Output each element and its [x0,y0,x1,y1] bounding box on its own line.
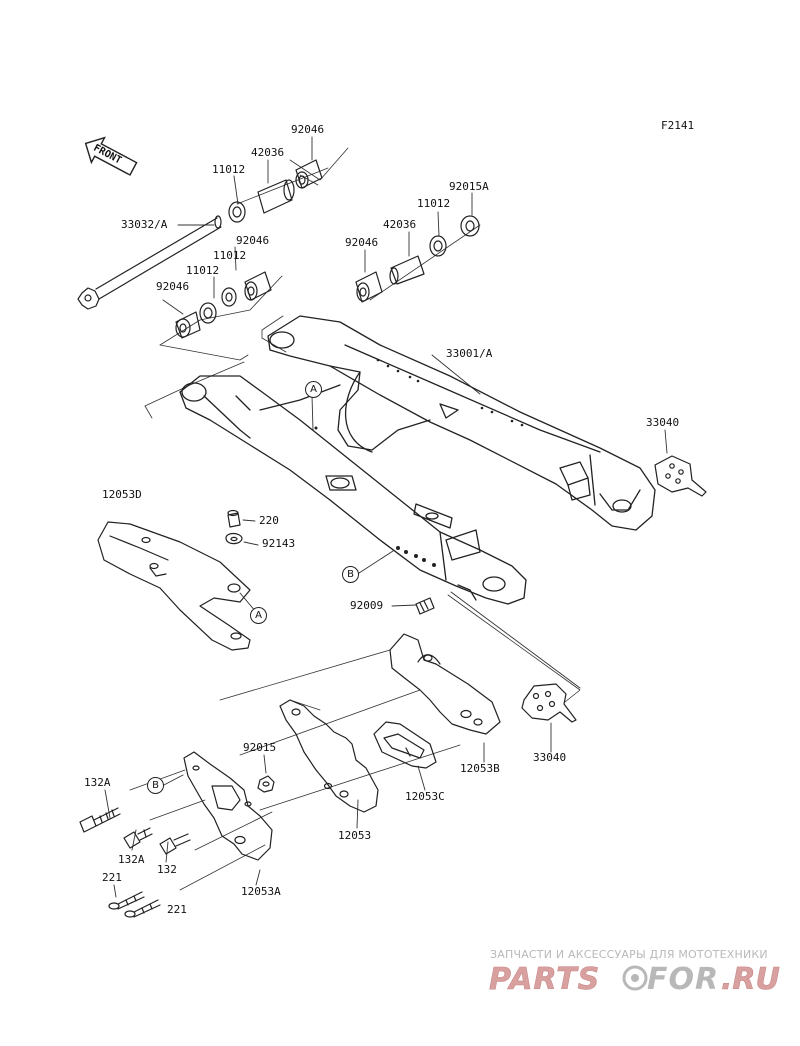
chain-adjuster-bottom [521,683,577,723]
part-label-33001a: 33001/A [446,347,493,360]
arm-holes [314,358,524,567]
part-label-12053c: 12053C [405,790,445,803]
part-label-132: 132 [157,863,177,876]
part-label-12053: 12053 [338,829,372,842]
watermark-logo: PARTS FOR .RU [489,962,780,998]
part-label-92009: 92009 [350,599,384,612]
bolt-92009 [415,597,435,615]
part-label-33040: 33040 [646,416,680,429]
chain-guide-12053 [279,699,379,813]
part-label-11012: 11012 [186,264,220,277]
figure-code: F2141 [661,119,695,132]
bolt-220 [225,509,243,545]
callout-a: A [305,381,322,398]
callout-a: A [250,607,267,624]
part-label-92015: 92015 [243,741,277,754]
part-label-92143: 92143 [262,537,296,550]
part-label-132a: 132A [118,853,145,866]
svg-text:PARTS: PARTS [489,962,600,997]
bearings-right [355,215,480,303]
part-label-42036: 42036 [383,218,417,231]
part-label-33040: 33040 [533,751,567,764]
part-label-11012: 11012 [417,197,451,210]
part-label-221: 221 [167,903,187,916]
chain-slider-12053B [389,633,501,735]
pivot-shaft [77,215,222,310]
svg-text:.RU: .RU [721,962,780,997]
callout-b: B [342,566,359,583]
part-label-33032a: 33032/A [121,218,168,231]
svg-text:FOR: FOR [647,962,719,997]
bearings-left [175,159,323,339]
part-label-11012: 11012 [212,163,246,176]
leader-lines [104,136,668,898]
nut-92015 [257,775,275,793]
assembly-lines [129,147,581,891]
chain-guide-12053C [373,721,437,769]
part-label-12053d: 12053D [102,488,142,501]
part-label-92046: 92046 [236,234,270,247]
swingarm-body [179,315,656,605]
part-label-221: 221 [102,871,122,884]
part-label-92046: 92046 [345,236,379,249]
part-label-12053a: 12053A [241,885,281,898]
part-label-12053b: 12053B [460,762,500,775]
chain-guide-12053D [97,521,251,651]
part-label-132a: 132A [84,776,111,789]
part-label-92015a: 92015A [449,180,489,193]
part-label-92046: 92046 [291,123,325,136]
part-label-92046: 92046 [156,280,190,293]
chain-guide-12053A [183,751,273,861]
callout-b: B [147,777,164,794]
part-label-42036: 42036 [251,146,285,159]
watermark-tagline: ЗАПЧАСТИ И АКСЕССУАРЫ ДЛЯ МОТОТЕХНИКИ [490,948,768,961]
front-arrow-icon [84,136,138,176]
bolts-lower [79,807,191,918]
part-label-220: 220 [259,514,279,527]
part-label-11012: 11012 [213,249,247,262]
chain-adjuster-top [654,455,707,497]
